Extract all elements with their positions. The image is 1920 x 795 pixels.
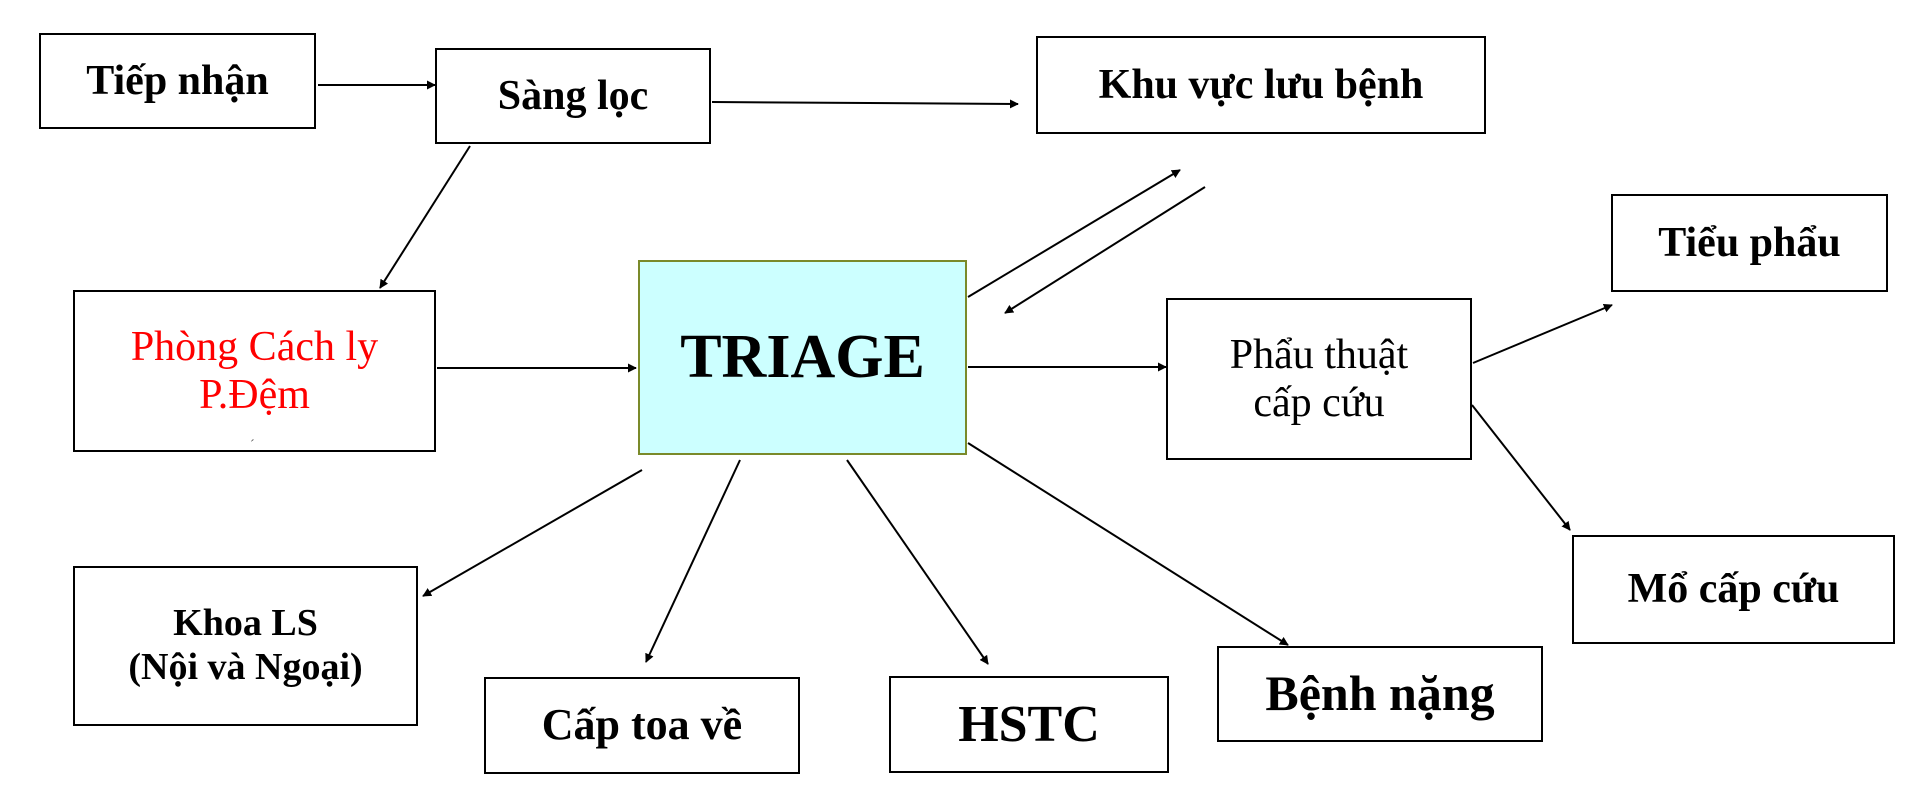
node-triage-label: TRIAGE [680,322,925,391]
node-phau-thuat-line-2: cấp cứu [1253,380,1385,426]
node-tiep-nhan-label: Tiếp nhận [86,57,269,104]
arrow-triage-to-cap-toa-ve [645,459,741,663]
node-khoa-ls-line-2: (Nội và Ngoại) [128,646,363,688]
node-sang-loc-label: Sàng lọc [497,72,649,119]
node-mo-cap-cuu: Mổ cấp cứu [1572,535,1895,644]
node-phau-thuat-line-1: Phẩu thuật [1229,331,1409,378]
node-tieu-phau: Tiểu phẩu [1611,194,1888,292]
node-phong-cach-ly-line-2: P.Đệm [199,372,310,418]
node-mo-cap-cuu-label: Mổ cấp cứu [1627,566,1840,613]
arrow-triage-to-benh-nang [967,442,1289,646]
node-benh-nang: Bệnh nặng [1217,646,1543,742]
node-khoa-ls: Khoa LS (Nội và Ngoại) [73,566,418,726]
node-benh-nang-label: Bệnh nặng [1265,665,1495,722]
node-tieu-phau-label: Tiểu phẩu [1658,219,1841,266]
node-phong-cach-ly-line-1: Phòng Cách ly [130,323,379,370]
node-hstc: HSTC [889,676,1169,773]
node-cap-toa-ve-label: Cấp toa về [541,700,743,750]
arrow-triage-to-khu-vuc-luu-benh [967,169,1181,298]
node-khoa-ls-line-1: Khoa LS [173,602,318,645]
arrow-phau-thuat-cap-cuu-to-tieu-phau [1472,303,1613,364]
stray-mark: ˊ [250,438,255,453]
node-hstc-label: HSTC [958,695,1100,753]
arrow-triage-to-hstc [846,459,989,665]
arrow-triage-to-khoa-ls [422,469,643,597]
node-cap-toa-ve: Cấp toa về [484,677,800,774]
node-phong-cach-ly: Phòng Cách ly P.Đệm ˊ [73,290,436,453]
node-triage: TRIAGE [638,260,967,455]
node-khu-vuc-luu-benh-label: Khu vực lưu bệnh [1098,61,1424,108]
node-sang-loc: Sàng lọc [435,48,711,144]
arrow-khu-vuc-luu-benh-to-triage [1004,186,1206,314]
node-phau-thuat-cap-cuu: Phẩu thuật cấp cứu [1166,298,1472,460]
arrow-sang-loc-to-khu-vuc-luu-benh [711,99,1019,109]
arrow-sang-loc-to-phong-cach-ly [379,145,471,289]
node-tiep-nhan: Tiếp nhận [39,33,316,129]
arrow-phau-thuat-cap-cuu-to-mo-cap-cuu [1471,404,1571,531]
node-khu-vuc-luu-benh: Khu vực lưu bệnh [1036,36,1486,134]
